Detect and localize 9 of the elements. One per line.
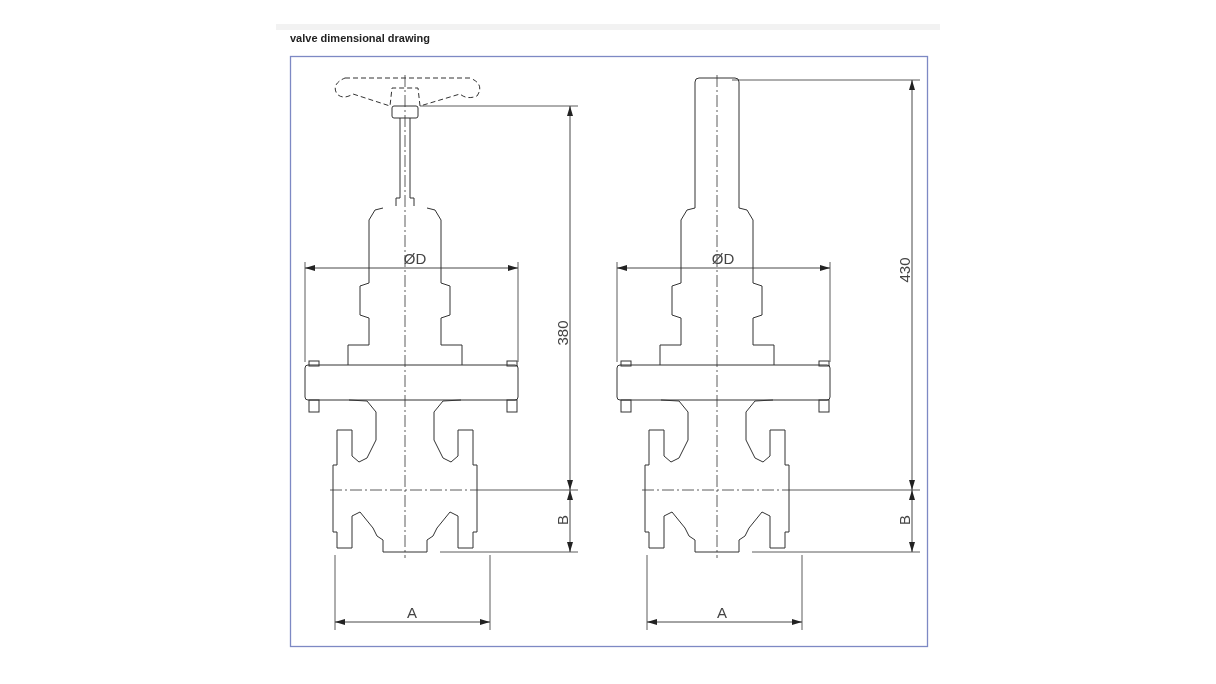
dimension-label: 430: [896, 257, 912, 283]
dimension-label: A: [717, 604, 727, 620]
dimension-label: A: [407, 604, 417, 620]
dimension-label: B: [896, 515, 912, 525]
dimension-label: ØD: [711, 250, 735, 266]
dimension-label: ØD: [403, 250, 427, 266]
drawing-title: valve dimensional drawing: [290, 32, 430, 44]
dimension-label: 380: [554, 320, 570, 346]
dimension-label: B: [554, 515, 570, 525]
